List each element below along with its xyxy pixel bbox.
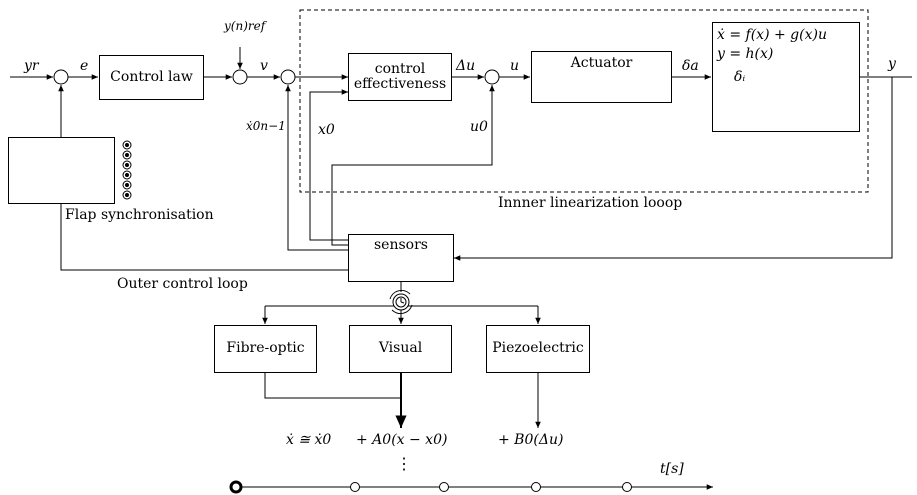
signal-y-ref: y(n)ref (224, 19, 266, 33)
signal-u-0: u0 (470, 119, 488, 135)
timeline-node (439, 482, 449, 492)
time-axis-label: t[s] (660, 461, 684, 477)
actuator-label: Actuator (570, 55, 633, 71)
plant-equation-state: ẋ = f(x) + g(x)u (717, 27, 827, 43)
continuation-dots: ⋮ (396, 454, 412, 473)
sensors-label: sensors (374, 237, 428, 253)
signal-delta-a: δa (682, 58, 699, 74)
signal-delta-u: Δu (456, 58, 476, 74)
sync-sensor-column (122, 140, 132, 200)
equation-term-b0: + B0(Δu) (498, 432, 564, 448)
timeline-node (622, 482, 632, 492)
sum-junction-v (280, 69, 296, 85)
flap-sync-block (8, 137, 115, 204)
signal-x-0: x0 (318, 122, 335, 138)
timeline-node (531, 482, 541, 492)
outer-loop-caption: Outer control loop (117, 276, 248, 292)
sum-junction-error (53, 69, 69, 85)
control-law-block: Control law (99, 55, 204, 100)
timeline-node (350, 482, 360, 492)
flap-deflection-label: δᵢ (734, 69, 746, 85)
control-effectiveness-block: control effectiveness (348, 53, 452, 101)
sum-junction-u (484, 69, 500, 85)
signal-e: e (80, 58, 89, 74)
signal-u: u (510, 58, 520, 74)
inner-loop-caption: Innner linearization looop (498, 195, 683, 211)
plant-equation-output: y = h(x) (717, 46, 774, 62)
signal-y-r: yr (24, 58, 39, 74)
fibre-optic-block: Fibre-optic (214, 325, 317, 373)
piezoelectric-block: Piezoelectric (486, 325, 590, 373)
sensor-sync-icon (389, 290, 413, 314)
signal-y: y (888, 56, 896, 72)
inner-loop-boundary (299, 9, 869, 193)
visual-block: Visual (349, 325, 452, 373)
signal-x-dot-0: ẋ0n−1 (246, 119, 286, 133)
timeline-start-node (229, 480, 243, 494)
flap-sync-caption: Flap synchronisation (65, 207, 214, 223)
signal-v: v (260, 58, 268, 74)
sum-junction-ref (232, 69, 248, 85)
equation-term-a0: + A0(x − x0) (356, 432, 448, 448)
plant-block (712, 22, 860, 132)
actuator-block: Actuator (531, 51, 672, 103)
equation-term-xdot: ẋ ≅ ẋ0 (286, 432, 332, 448)
sensors-block: sensors (348, 234, 454, 282)
